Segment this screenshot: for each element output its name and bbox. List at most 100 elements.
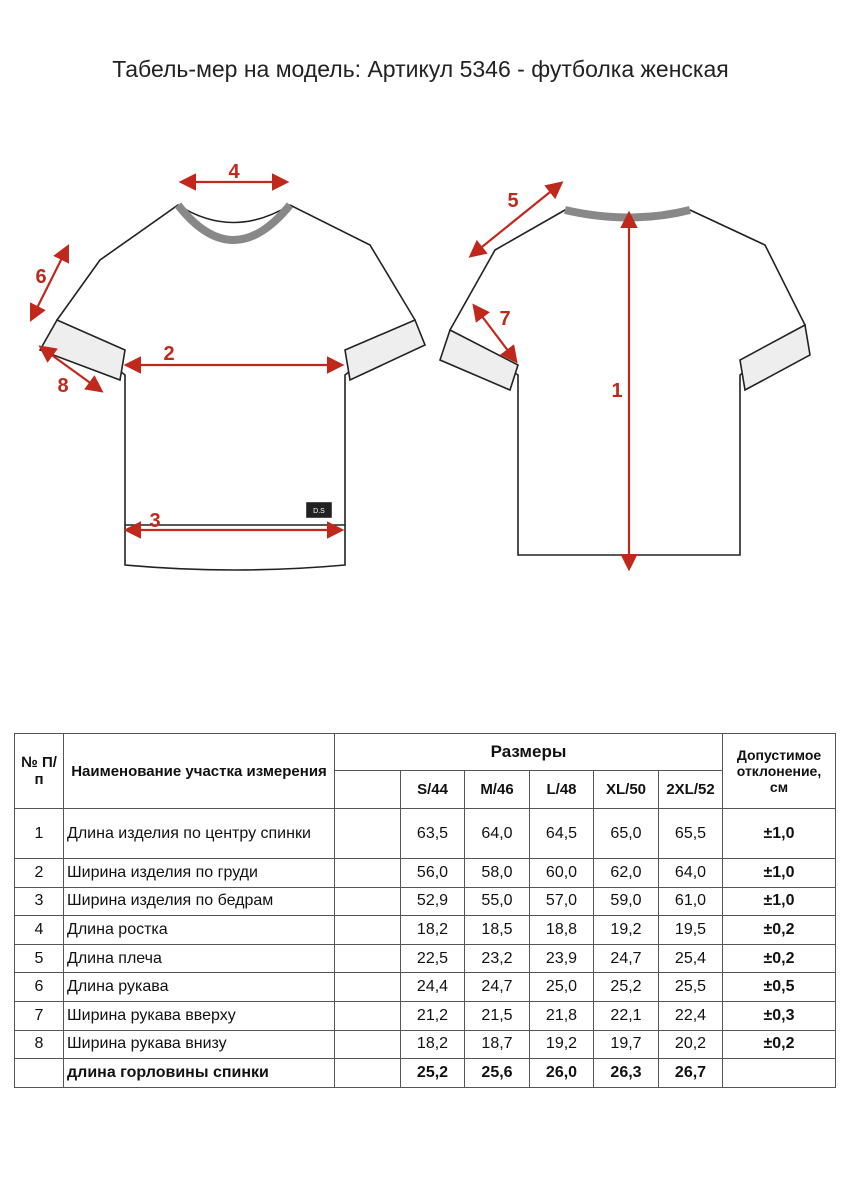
empty-cell (334, 808, 401, 859)
size-value: 26,0 (529, 1058, 594, 1088)
row-number: 1 (14, 808, 64, 859)
logo-text: D.S (313, 508, 325, 515)
size-value: 22,4 (658, 1000, 723, 1031)
empty-cell (334, 943, 401, 974)
size-value: 25,2 (400, 1058, 465, 1088)
size-value: 23,2 (464, 943, 530, 974)
label-8: 8 (57, 375, 68, 397)
measurement-name: Длина плеча (63, 943, 335, 974)
size-value: 59,0 (593, 886, 659, 917)
measurement-arrows (30, 173, 638, 572)
size-value: 65,0 (593, 808, 659, 859)
logo-label (306, 502, 332, 518)
size-value: 63,5 (400, 808, 465, 859)
label-7: 7 (499, 308, 510, 330)
measurement-name: Ширина рукава внизу (63, 1029, 335, 1060)
row-number: 2 (14, 858, 64, 888)
tshirt-measurement-diagram: 1 2 3 4 5 6 7 8 D.S (30, 161, 811, 572)
row-number: 6 (14, 972, 64, 1002)
tolerance: ±0,2 (722, 915, 836, 945)
size-header: S/44 (400, 770, 465, 809)
tolerance: ±1,0 (722, 808, 836, 859)
size-value: 55,0 (464, 886, 530, 917)
size-value: 26,7 (658, 1058, 723, 1088)
size-value: 58,0 (464, 858, 530, 888)
size-value: 19,2 (529, 1029, 594, 1060)
size-value: 21,2 (400, 1000, 465, 1031)
size-value: 64,0 (464, 808, 530, 859)
empty-cell (334, 886, 401, 917)
size-value: 24,7 (464, 972, 530, 1002)
size-value: 62,0 (593, 858, 659, 888)
measurement-name: Ширина изделия по бедрам (63, 886, 335, 917)
size-value: 18,2 (400, 1029, 465, 1060)
row-number: 8 (14, 1029, 64, 1060)
row-number: 5 (14, 943, 64, 974)
header-no: № П/п (14, 733, 64, 809)
header-name: Наименование участка измерения (63, 733, 335, 809)
size-value: 21,8 (529, 1000, 594, 1031)
size-value: 25,0 (529, 972, 594, 1002)
header-tolerance: Допустимое отклонение, см (722, 733, 836, 809)
tolerance: ±1,0 (722, 858, 836, 888)
empty-cell (334, 1029, 401, 1060)
measurement-name: Ширина рукава вверху (63, 1000, 335, 1031)
size-value: 64,5 (529, 808, 594, 859)
row-number: 7 (14, 1000, 64, 1031)
size-value: 25,5 (658, 972, 723, 1002)
size-value: 18,2 (400, 915, 465, 945)
measurement-name: Ширина изделия по груди (63, 858, 335, 888)
size-value: 22,1 (593, 1000, 659, 1031)
size-value: 22,5 (400, 943, 465, 974)
empty-cell (334, 858, 401, 888)
size-value: 20,2 (658, 1029, 723, 1060)
label-6: 6 (35, 266, 46, 288)
size-value: 24,7 (593, 943, 659, 974)
row-number: 3 (14, 886, 64, 917)
size-header: 2XL/52 (658, 770, 723, 809)
tolerance: ±0,2 (722, 1029, 836, 1060)
size-value: 19,7 (593, 1029, 659, 1060)
size-value: 64,0 (658, 858, 723, 888)
label-4: 4 (228, 161, 240, 183)
size-value: 23,9 (529, 943, 594, 974)
page-title: Табель-мер на модель: Артикул 5346 - фут… (112, 56, 729, 82)
empty-cell (334, 915, 401, 945)
size-header: L/48 (529, 770, 594, 809)
size-value: 52,9 (400, 886, 465, 917)
label-5: 5 (507, 190, 518, 212)
size-value: 21,5 (464, 1000, 530, 1031)
size-header: XL/50 (593, 770, 659, 809)
measurement-name: длина горловины спинки (63, 1058, 335, 1088)
empty-cell (334, 972, 401, 1002)
size-value: 61,0 (658, 886, 723, 917)
size-table: № П/п Наименование участка измерения Раз… (14, 733, 836, 1088)
measurement-name: Длина ростка (63, 915, 335, 945)
size-value: 24,4 (400, 972, 465, 1002)
size-value: 18,5 (464, 915, 530, 945)
label-2: 2 (163, 343, 174, 365)
size-value: 65,5 (658, 808, 723, 859)
tolerance: ±0,3 (722, 1000, 836, 1031)
tolerance: ±0,2 (722, 943, 836, 974)
header-sizes: Размеры (334, 733, 723, 771)
measurement-name: Длина рукава (63, 972, 335, 1002)
size-value: 57,0 (529, 886, 594, 917)
size-value: 60,0 (529, 858, 594, 888)
size-value: 18,7 (464, 1029, 530, 1060)
tolerance: ±1,0 (722, 886, 836, 917)
label-3: 3 (149, 510, 160, 532)
size-value: 18,8 (529, 915, 594, 945)
size-value: 25,2 (593, 972, 659, 1002)
empty-cell (334, 1000, 401, 1031)
size-value: 19,5 (658, 915, 723, 945)
